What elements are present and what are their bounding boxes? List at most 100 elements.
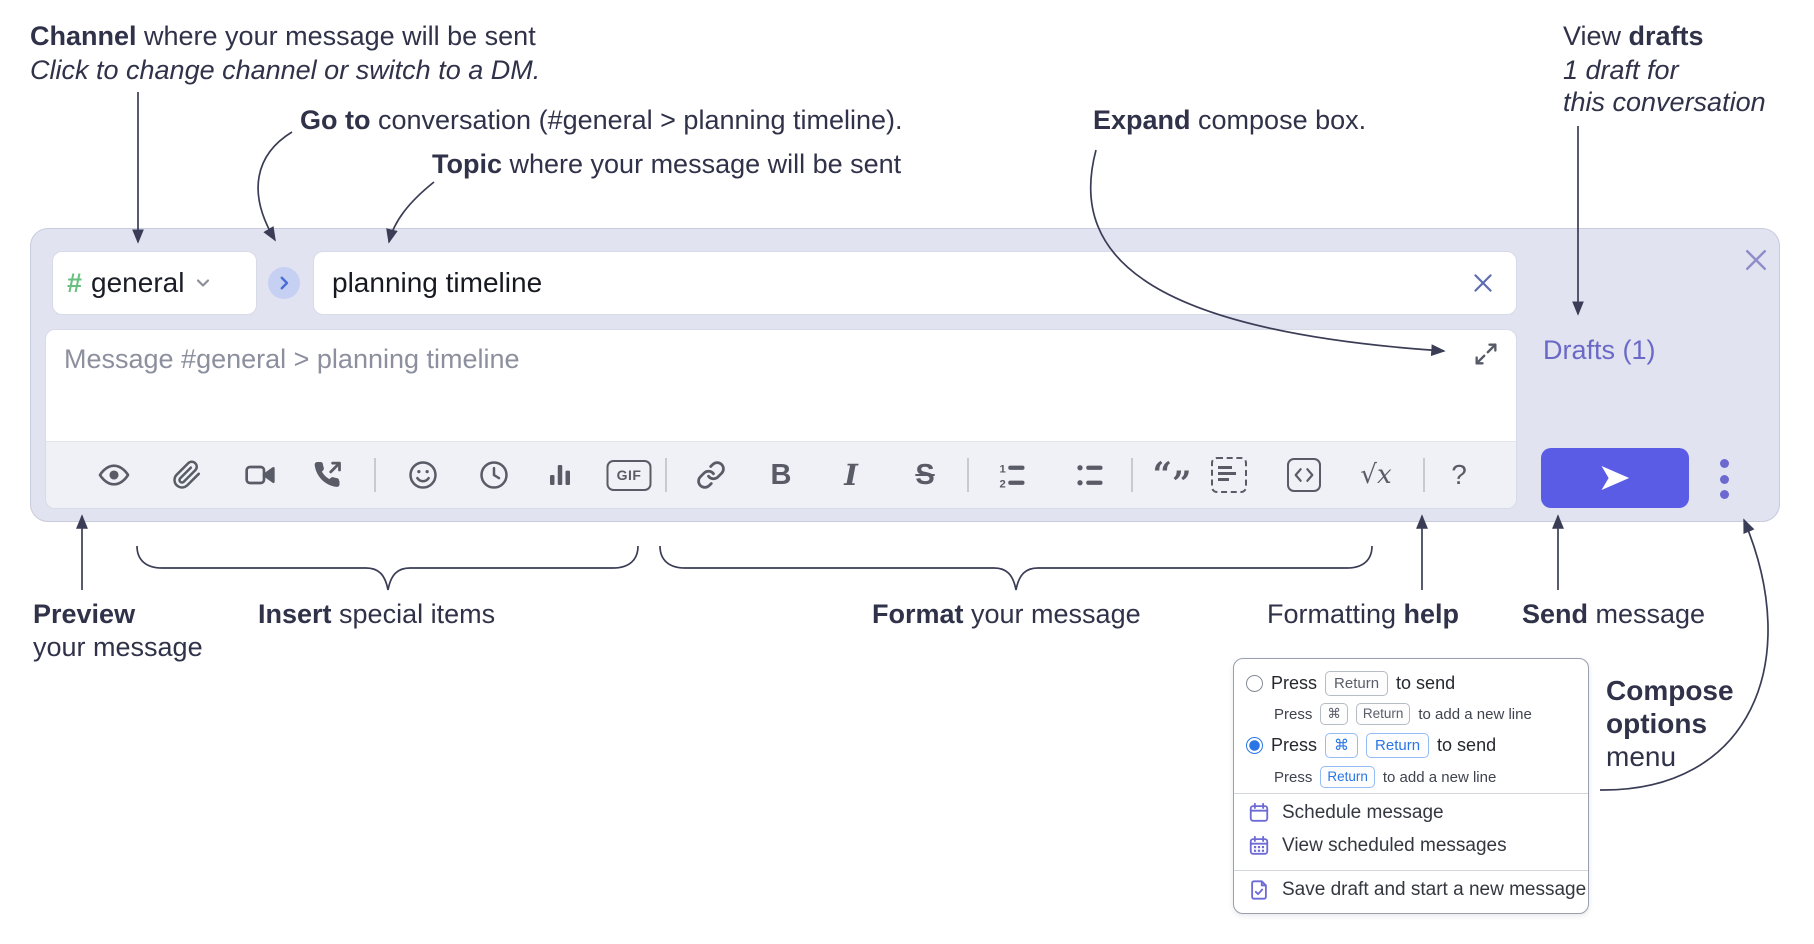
radio-checked-icon[interactable] xyxy=(1246,737,1263,754)
quote-icon: “” xyxy=(1152,455,1192,504)
math-button[interactable]: √x xyxy=(1360,442,1391,508)
eye-icon xyxy=(98,464,130,486)
expand-compose-button[interactable] xyxy=(1472,340,1502,370)
insert-brace xyxy=(136,545,639,591)
topic-annotation: Topic where your message will be sent xyxy=(432,149,902,179)
kebab-dot xyxy=(1719,459,1729,468)
compose-toolbar: GIF B I S xyxy=(46,441,1516,508)
drafts-link[interactable]: Drafts (1) xyxy=(1543,335,1656,365)
calendar-grid-icon xyxy=(1249,835,1269,855)
send-plane-icon xyxy=(1601,465,1630,491)
chevron-right-icon xyxy=(280,276,289,290)
bold-button[interactable]: B xyxy=(771,442,792,508)
attach-file-button[interactable] xyxy=(172,442,202,508)
spoiler-button[interactable] xyxy=(1211,442,1247,508)
italic-icon: I xyxy=(844,458,858,492)
radio-unchecked-icon[interactable] xyxy=(1246,675,1263,692)
topic-clear-button[interactable] xyxy=(1468,268,1498,298)
close-compose-button[interactable] xyxy=(1741,245,1771,275)
topic-input[interactable]: planning timeline xyxy=(313,251,1517,315)
bold-icon: B xyxy=(770,458,792,491)
channel-name: general xyxy=(91,267,185,298)
quote-button[interactable]: “” xyxy=(1152,442,1191,508)
channel-selector[interactable]: # general xyxy=(52,251,257,315)
spoiler-icon xyxy=(1211,457,1247,493)
topic-value: planning timeline xyxy=(332,267,543,298)
italic-button[interactable]: I xyxy=(844,442,858,508)
toolbar-separator xyxy=(1423,458,1425,492)
toolbar-separator xyxy=(374,458,376,492)
clock-icon xyxy=(480,461,508,489)
format-annotation: Format your message xyxy=(872,599,1141,629)
enter-sends-option-hint: Press ⌘ Return to add a new line xyxy=(1274,703,1532,725)
preview-annotation-line2: your message xyxy=(33,632,203,662)
compose-box: # general planning timeline Message #gen… xyxy=(30,228,1780,522)
toolbar-separator xyxy=(665,458,667,492)
link-button[interactable] xyxy=(696,442,726,508)
expand-icon xyxy=(1475,343,1497,365)
preview-annotation: Preview xyxy=(33,599,136,629)
format-brace xyxy=(659,545,1373,591)
poll-button[interactable] xyxy=(545,442,575,508)
chevron-down-icon xyxy=(197,279,210,287)
bulleted-list-icon xyxy=(1077,465,1103,486)
strikethrough-button[interactable]: S xyxy=(915,442,934,508)
voice-call-button[interactable] xyxy=(312,442,342,508)
question-mark-icon: ? xyxy=(1451,459,1467,490)
preview-button[interactable] xyxy=(98,442,130,508)
gif-icon: GIF xyxy=(606,459,652,491)
expand-annotation: Expand compose box. xyxy=(1093,105,1367,135)
drafts-annotation-sub1: 1 draft for xyxy=(1563,55,1679,85)
kebab-dot xyxy=(1719,490,1729,499)
kebab-dot xyxy=(1719,474,1729,484)
compose-options-annotation-line2: options xyxy=(1606,708,1708,739)
video-call-button[interactable] xyxy=(244,442,276,508)
drafts-annotation-sub2: this conversation xyxy=(1563,87,1766,117)
save-draft-item[interactable]: Save draft and start a new message xyxy=(1248,879,1586,901)
popup-divider xyxy=(1234,793,1588,794)
svg-text:2: 2 xyxy=(1000,479,1006,491)
bar-chart-icon xyxy=(550,465,570,485)
code-button[interactable] xyxy=(1287,442,1321,508)
channel-annotation: Channel where your message will be sent xyxy=(30,21,536,51)
cmd-enter-sends-option[interactable]: Press ⌘ Return to send xyxy=(1246,733,1496,758)
channel-hash-icon: # xyxy=(67,267,83,298)
send-button[interactable] xyxy=(1541,448,1689,508)
gif-button[interactable]: GIF xyxy=(606,442,652,508)
go-to-conversation-button[interactable] xyxy=(268,267,300,299)
video-camera-icon xyxy=(245,465,275,485)
view-scheduled-messages-item[interactable]: View scheduled messages xyxy=(1248,835,1507,857)
code-icon xyxy=(1287,458,1321,492)
compose-options-popup: Press Return to send Press ⌘ Return to a… xyxy=(1233,658,1589,914)
drafts-annotation: View drafts xyxy=(1563,21,1704,51)
calendar-icon xyxy=(1249,802,1269,822)
enter-sends-option[interactable]: Press Return to send xyxy=(1246,671,1455,696)
close-icon xyxy=(1746,250,1766,270)
math-icon: √x xyxy=(1360,460,1392,490)
insert-annotation: Insert special items xyxy=(258,599,496,629)
toolbar-separator xyxy=(1131,458,1133,492)
message-input[interactable]: Message #general > planning timeline xyxy=(45,329,1517,509)
goto-arrow xyxy=(257,131,293,242)
goto-annotation: Go to conversation (#general > planning … xyxy=(300,105,903,135)
smiley-icon xyxy=(409,461,437,489)
send-annotation: Send message xyxy=(1522,599,1706,629)
channel-annotation-sub: Click to change channel or switch to a D… xyxy=(30,55,541,85)
draft-check-icon xyxy=(1251,880,1267,900)
compose-options-menu-button[interactable] xyxy=(1712,459,1736,499)
bulleted-list-button[interactable] xyxy=(1074,442,1106,508)
compose-options-annotation-line1: Compose xyxy=(1606,675,1734,706)
phone-outgoing-icon xyxy=(314,461,341,487)
numbered-list-icon: 1 2 xyxy=(1000,464,1025,491)
formatting-help-annotation: Formatting help xyxy=(1267,599,1460,629)
compose-options-annotation-line3: menu xyxy=(1606,741,1677,772)
formatting-help-button[interactable]: ? xyxy=(1451,442,1467,508)
numbered-list-button[interactable]: 1 2 xyxy=(996,442,1028,508)
svg-text:1: 1 xyxy=(1000,464,1006,476)
toolbar-separator xyxy=(967,458,969,492)
message-placeholder: Message #general > planning timeline xyxy=(64,344,520,374)
strikethrough-icon: S xyxy=(915,458,935,491)
schedule-message-item[interactable]: Schedule message xyxy=(1248,802,1444,824)
global-time-button[interactable] xyxy=(479,442,509,508)
emoji-button[interactable] xyxy=(408,442,438,508)
